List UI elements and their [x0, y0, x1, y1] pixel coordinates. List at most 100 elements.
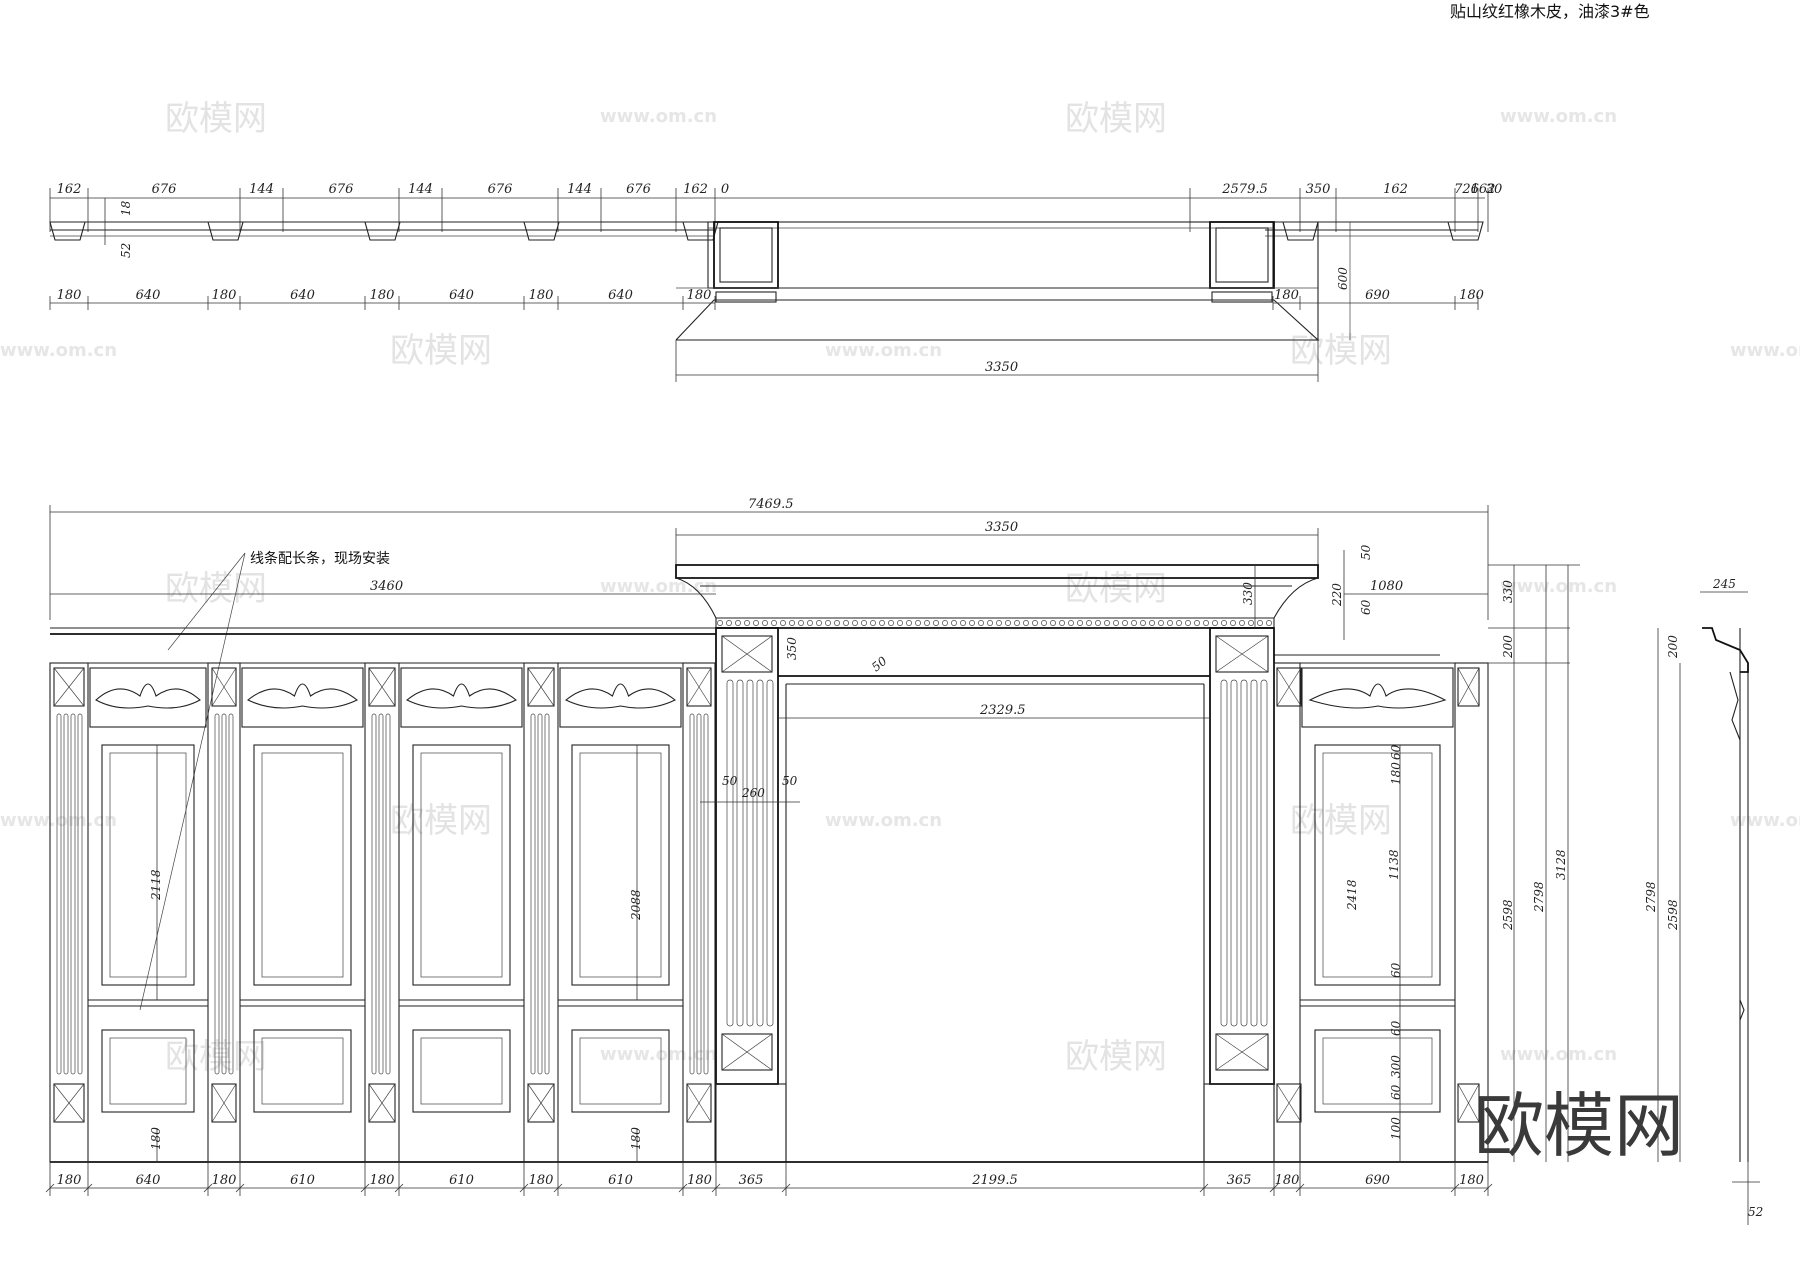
pilaster: [364, 662, 400, 1163]
lower-raised-panel: [101, 1029, 195, 1113]
right-panel-dim-3: 60: [1389, 1020, 1403, 1036]
pilaster-base-block: [53, 1083, 85, 1123]
plan-bottom-dim-8: 180: [687, 288, 712, 303]
plan-bottom-dim-5: 640: [449, 288, 474, 303]
pilaster-flute: [56, 713, 62, 1075]
pilaster-base-block: [686, 1083, 712, 1123]
plan-bottom-dim-7: 640: [608, 288, 633, 303]
elev-bottom-dim-6: 180: [529, 1173, 554, 1188]
watermark-logo: 欧模网: [390, 801, 492, 841]
plan-top-dim-4: 144: [408, 182, 433, 197]
upper-raised-panel: [101, 744, 195, 986]
pilaster: [682, 662, 716, 1163]
plan-top-dim-10: 2579.5: [1221, 182, 1268, 197]
pilaster-base-block: [527, 1083, 555, 1123]
plan-overall-dim: 3350: [985, 360, 1018, 375]
plan-top-dim-11: 350: [1306, 182, 1331, 197]
plan-pilaster-cap: [1447, 221, 1484, 241]
watermark-logo: 欧模网: [1065, 569, 1167, 609]
plan-pilaster-cap: [682, 221, 719, 241]
elev-bottom-dim-10: 2199.5: [971, 1173, 1018, 1188]
elev-bottom-dim-9: 365: [739, 1173, 764, 1188]
mantel-dim-60: 60: [1359, 599, 1373, 615]
lower-raised-panel: [253, 1029, 352, 1113]
watermark-url: www.om.cn: [600, 1044, 717, 1065]
height-dim-3128: 3128: [1554, 849, 1568, 880]
column-flute: [1230, 679, 1238, 1027]
plan-bottom-dim-0: 180: [57, 288, 82, 303]
pilaster-flute: [63, 713, 69, 1075]
watermark-logo: 欧模网: [390, 331, 492, 371]
pilaster-cap-block: [1276, 667, 1302, 707]
column-flute: [766, 679, 774, 1027]
watermark-logo: 欧模网: [1290, 331, 1392, 371]
plan-bottom-dim-11: 180: [1459, 288, 1484, 303]
section-dim-2798: 2798: [1644, 881, 1658, 913]
upper-raised-panel: [412, 744, 511, 986]
frieze-panel: [400, 667, 523, 728]
total-width-dim: 7469.5: [748, 497, 794, 512]
opening-dim-50c: 50: [782, 774, 798, 788]
plan-top-dim-12: 162: [1383, 182, 1408, 197]
plan-pilaster-cap: [207, 221, 244, 241]
column-flute: [1240, 679, 1248, 1027]
upper-raised-panel: [571, 744, 670, 986]
height-dim-2798: 2798: [1532, 881, 1546, 913]
pilaster: [1273, 662, 1301, 1163]
watermark-logo: 欧模网: [1065, 99, 1167, 139]
watermark-url: www.om.cn: [0, 340, 117, 361]
plan-top-dim-15: 30: [1486, 182, 1503, 197]
mantel-dim-50: 50: [1359, 544, 1373, 560]
height-dim-200: 200: [1501, 635, 1515, 659]
elev-bottom-dim-2: 180: [212, 1173, 237, 1188]
pilaster-flute: [537, 713, 543, 1075]
elev-bottom-dim-12: 180: [1275, 1173, 1300, 1188]
plan-top-dim-2: 144: [249, 182, 274, 197]
elev-bottom-dim-4: 180: [370, 1173, 395, 1188]
column-flute: [1260, 679, 1268, 1027]
plan-top-dim-6: 144: [567, 182, 592, 197]
pilaster-flute: [696, 713, 702, 1075]
plan-top-dim-8: 162: [683, 182, 708, 197]
panel-height-dim-1: 2088: [629, 889, 643, 921]
pilaster-base-block: [368, 1083, 396, 1123]
carved-ornament: [95, 683, 201, 709]
plan-bottom-dim-9: 180: [1274, 288, 1299, 303]
opening-dim-260: 260: [741, 786, 765, 800]
column-flute: [1220, 679, 1228, 1027]
watermark-logo: 欧模网: [1290, 801, 1392, 841]
carved-ornament: [405, 683, 518, 709]
pilaster-flute: [385, 713, 391, 1075]
pilaster-flute: [378, 713, 384, 1075]
lower-raised-panel: [1314, 1029, 1441, 1113]
right-panel-dim-2: 60: [1389, 962, 1403, 978]
plan-pilaster-cap: [49, 221, 86, 241]
pilaster-base-block: [1457, 1083, 1480, 1123]
plan-top-dim-1: 676: [152, 182, 177, 197]
plan-left-dim-18: 18: [119, 200, 133, 216]
plan-top-dim-5: 676: [488, 182, 513, 197]
watermark-url: www.om.cn: [1500, 576, 1617, 597]
column-flute: [756, 679, 764, 1027]
watermark-url: www.om.cn: [1730, 340, 1800, 361]
section-dim-245: 245: [1712, 577, 1736, 591]
plan-left-dim-52: 52: [119, 243, 133, 258]
elev-bottom-dim-7: 610: [608, 1173, 633, 1188]
frieze-panel: [1301, 667, 1454, 728]
section-view: 245 200 2798 2598 52: [1644, 577, 1763, 1225]
pilaster-base-block: [211, 1083, 237, 1123]
height-dim-330: 330: [1501, 580, 1515, 603]
pilaster-flute: [221, 713, 227, 1075]
mantel-width-dim: 3350: [985, 520, 1018, 535]
panel-height-dim-0: 2118: [149, 869, 163, 901]
right-panel-dim-4: 300: [1389, 1055, 1403, 1078]
plan-top-dim-13: 726: [1454, 182, 1479, 197]
right-panel-dim-0: 60: [1389, 744, 1403, 760]
panel-height-dim-3: 180: [629, 1127, 643, 1150]
pilaster-flute: [703, 713, 709, 1075]
pilaster-flute: [77, 713, 83, 1075]
watermark-url: www.om.cn: [825, 340, 942, 361]
watermarks: 欧模网 www.om.cn 欧模网 www.om.cn www.om.cn 欧模…: [0, 99, 1800, 1077]
watermark-url: www.om.cn: [0, 810, 117, 831]
